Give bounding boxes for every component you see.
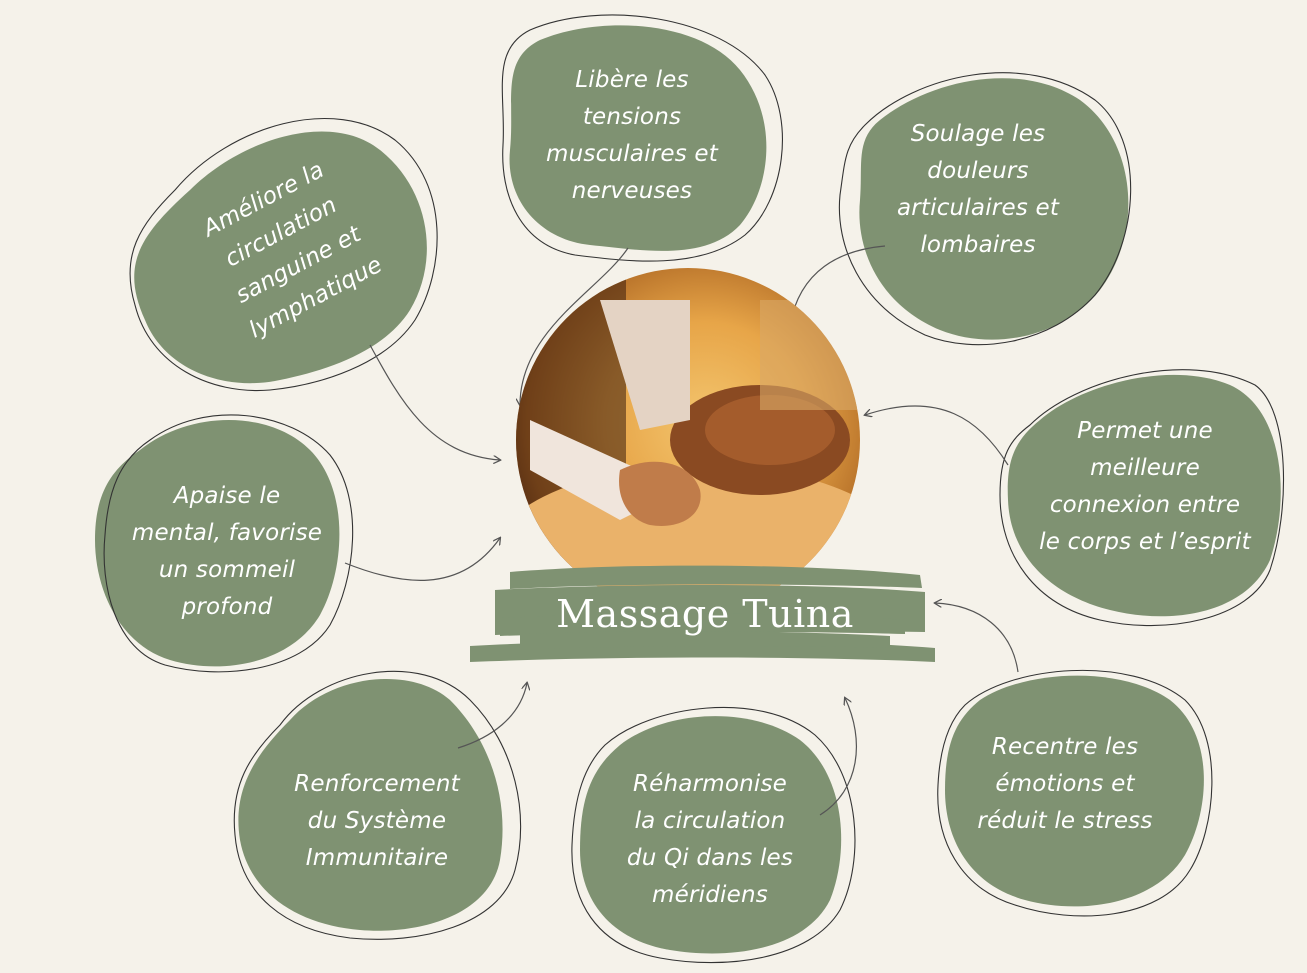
blob-soulage xyxy=(838,72,1132,346)
arrow-apaise xyxy=(344,538,500,581)
blob-permet xyxy=(999,369,1284,627)
benefit-soulage-text: Soulage les douleurs articulaires et lom… xyxy=(896,121,1060,258)
benefit-libere-text: Libère les tensions musculaires et nerve… xyxy=(546,67,718,204)
blob-reharmonise xyxy=(571,706,856,964)
blob-ameliore xyxy=(129,118,438,392)
benefit-permet-text: Permet une meilleure connexion entre le … xyxy=(1039,418,1251,555)
blob-recentre xyxy=(937,669,1213,917)
arrow-libere xyxy=(520,247,629,405)
arrow-renforcement xyxy=(457,683,527,749)
connector-arrows xyxy=(344,245,1019,816)
benefit-recentre-text: Recentre les émotions et réduit le stres… xyxy=(977,734,1153,834)
blob-libere xyxy=(501,14,783,262)
benefit-renforcement-text: Renforcement du Système Immunitaire xyxy=(294,771,460,871)
arrow-permet xyxy=(865,405,1009,466)
arrow-ameliore xyxy=(369,344,500,460)
blob-apaise xyxy=(95,414,354,673)
massage-photo xyxy=(516,268,860,612)
diagram-title: Massage Tuina xyxy=(556,592,854,636)
benefit-apaise-text: Apaise le mental, favorise un sommeil pr… xyxy=(131,483,323,620)
arrow-reharmonise xyxy=(819,698,857,816)
blob-renforcement xyxy=(233,670,522,940)
benefit-reharmonise-text: Réharmonise la circulation du Qi dans le… xyxy=(626,771,794,908)
arrow-recentre xyxy=(935,603,1019,673)
title-banner xyxy=(470,565,935,662)
